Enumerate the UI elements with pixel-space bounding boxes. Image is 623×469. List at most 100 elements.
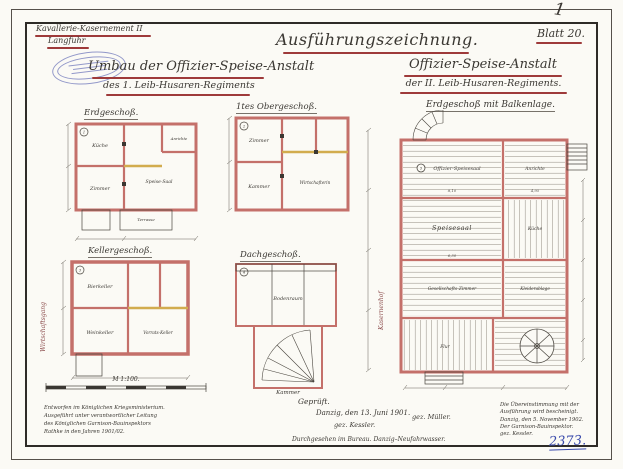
scale-ruler [45,383,207,392]
red-underline [400,92,567,94]
room-label: Gesellschafts-Zimmer [428,287,477,292]
beam-layout [403,142,565,370]
plan-dachgeschoss-drawing: 4 Bodenraum Kammer [235,263,337,396]
station-place: Langfuhr [48,36,86,45]
red-underline [35,35,151,37]
room-label: Anrichte [170,136,188,141]
chimney-mark [280,174,284,178]
dimension-text: 8,10 [448,188,457,193]
certification-note: Die Übereinstimmung mit der Ausführung w… [500,402,584,438]
chimney-mark [122,182,126,186]
entrance-stair [81,209,111,231]
red-underline [92,77,264,79]
left-project-title: Umbau der Offizier-Speise-Anstalt [88,59,315,74]
right-project-subtitle: der II. Leib-Husaren-Regiments. [405,78,562,89]
dimension-lines [65,121,199,242]
signature: gez. Kessler. [334,421,376,429]
room-label: Zimmer [89,186,111,192]
red-underline [47,47,89,49]
note-line: Die Übereinstimmung mit der [500,402,579,408]
entrance-stair [566,143,588,171]
room-label: Weinkeller [86,330,114,336]
courtyard-side-label: Kasernenhof [378,291,385,330]
room-number: 2 [242,125,246,129]
dimension-lines [226,115,233,213]
plan-title-obergeschoss: 1tes Obergeschoß. [236,102,317,114]
walls [234,116,350,212]
room-label: Anrichte [524,166,545,172]
room-number: 1 [83,131,85,135]
approval-label: Geprüft. [298,397,330,406]
note-line: Entworfen im Königlichen Kriegsministeri… [44,405,165,411]
walls [70,260,190,356]
right-project-title: Offizier-Speise-Anstalt [409,57,557,72]
room-label: Wirtschafterin [300,180,331,185]
room-label: Bodenraum [272,296,303,302]
street-side-label: Wirtschaftsgang [40,302,47,352]
note-line: des Königlichen Garnison-Bauinspektors [44,421,151,428]
room-label: Speisesaal [432,224,472,232]
room-label: Flur [439,344,450,350]
scale-bar: M 1:100. [45,376,207,392]
plan-erdgeschoss-drawing: 1 Küche Zimmer Speise-Saal Anrichte Terr… [65,121,199,242]
left-project-subtitle: des 1. Leib-Husaren-Regiments [103,80,255,91]
plan-title-balkenlage: Erdgeschoß mit Balkenlage. [426,100,555,112]
dimension-chain [365,127,372,373]
room-number-circle [75,265,85,275]
bureau-note: Durchgesehen im Bureau. Danzig–Neufahrwa… [292,436,446,443]
dimension-text: 6,30 [448,253,457,258]
room-label: Zimmer [248,138,270,144]
walls [399,138,569,374]
date-line: Danzig, den 13. Juni 1901. [316,409,411,417]
room-label: Vorrats-Keller [143,330,174,335]
room-label: Offizier-Speisesaal [433,166,481,172]
room-label: Kammer [247,184,270,190]
dimension-lines [60,259,191,381]
chimney-mark [122,142,126,146]
registry-number: 2373. [548,433,587,451]
red-underline [106,94,250,96]
note-line: Ausführung wird bescheinigt. [500,409,579,416]
scale-label: M 1:100. [111,376,139,383]
dimension-ticks [365,127,372,373]
red-underline [404,75,562,77]
note-line: Danzig, den 5. November 1902. [500,416,584,423]
room-label: Küche [527,226,543,232]
plan-balkenlage-drawing: 5 Offizier-Speisesaal Anrichte Speisesaa… [399,110,588,391]
plan-title-erdgeschoss: Erdgeschoß. [84,108,139,120]
terrace-label: Terrasse [137,217,155,222]
note-line: Der Garnison-Bauinspektor. [500,423,574,430]
signature: gez. Müller. [412,413,451,421]
room-label: Küche [91,143,108,149]
room-number: 4 [242,271,246,275]
stair-fan [261,329,315,383]
room-number-circle [239,267,249,277]
room-number-circle [79,127,89,137]
room-label: Kleiderablage [519,286,550,291]
plan-title-kellergeschoss: Kellergeschoß. [88,246,153,258]
chimney-mark [314,150,318,154]
red-underline [536,42,582,44]
red-underline [283,52,469,54]
note-line: Ausgeführt unter verantwortlicher Leitun… [44,413,158,420]
chimney-mark [280,134,284,138]
walls [235,263,337,389]
station-name: Kavallerie-Kasernement II [36,24,143,33]
room-number: 3 [79,269,82,273]
outer-border [11,9,612,460]
room-label: Kammer [275,390,300,396]
spiral-stair [519,328,555,364]
curved-bay [412,110,444,141]
note-line: gez. Kessler. [500,431,533,438]
room-number: 5 [420,167,423,171]
inner-border [25,22,598,447]
plan-obergeschoss-drawing: 2 Zimmer Kammer Wirtschafterin [226,115,350,213]
note-line: Rathke in den Jahren 1901/02. [44,429,125,436]
room-label: Speise-Saal [146,179,174,185]
cellar-stair [75,353,103,377]
terrace-outline [119,209,173,231]
construction-note: Entworfen im Königlichen Kriegsministeri… [44,404,165,436]
dimension-text: 4,95 [530,188,540,193]
porch-steps [424,371,464,385]
